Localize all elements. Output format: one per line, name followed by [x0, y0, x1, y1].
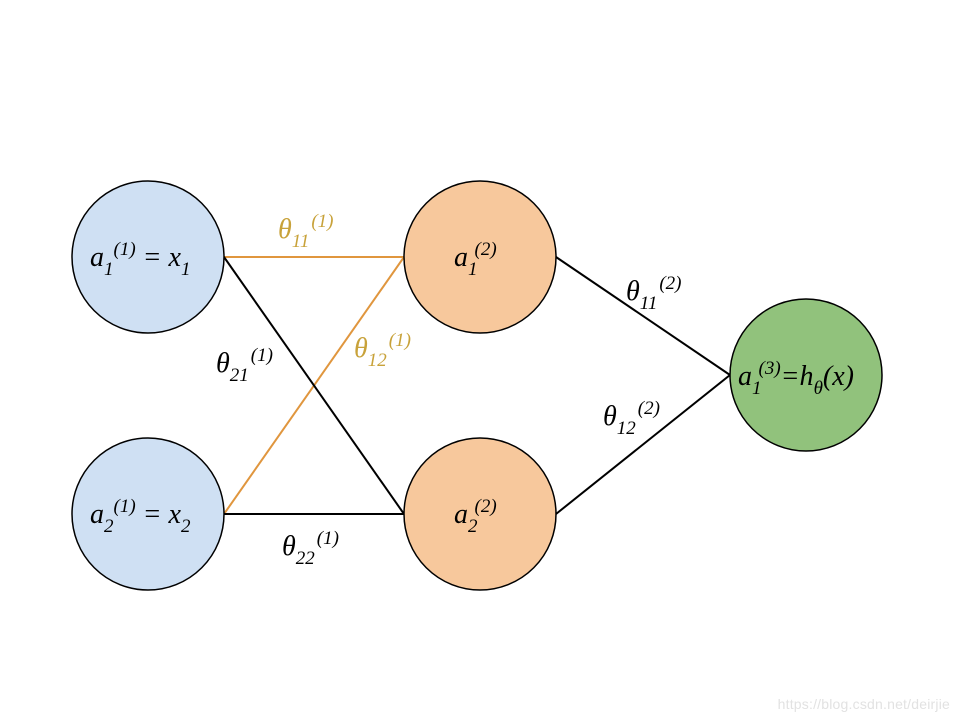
- watermark-text: https://blog.csdn.net/deirjie: [777, 696, 950, 712]
- weight-labels: θ11(1) θ21(1) θ12(1) θ22(1) θ11(2) θ12(2…: [216, 211, 682, 569]
- edge-input1-hidden2: [223, 256, 405, 515]
- edge-hidden1-output: [555, 256, 731, 376]
- hidden-node-2-label: a2(2): [454, 496, 497, 537]
- hidden-node-2: [403, 437, 557, 591]
- weight-label-12-1: θ12(1): [354, 330, 411, 371]
- output-node-1-label: a1(3)=hθ(x): [738, 358, 854, 399]
- hidden-node-1: [403, 180, 557, 334]
- input-node-1: [71, 180, 225, 334]
- node-labels: a1(1) = x1 a2(1) = x2 a1(2) a2(2) a1(3)=…: [90, 239, 854, 537]
- edges: [223, 256, 731, 515]
- edge-hidden2-output: [555, 374, 731, 515]
- input-node-1-label: a1(1) = x1: [90, 239, 190, 280]
- weight-label-12-2: θ12(2): [603, 398, 660, 439]
- weight-label-22-1: θ22(1): [282, 528, 339, 569]
- input-node-2: [71, 437, 225, 591]
- weight-label-11-2: θ11(2): [626, 273, 682, 314]
- output-node-1: [729, 298, 883, 452]
- input-node-2-label: a2(1) = x2: [90, 496, 191, 537]
- weight-label-21-1: θ21(1): [216, 345, 273, 386]
- weight-label-11-1: θ11(1): [278, 211, 334, 252]
- hidden-node-1-label: a1(2): [454, 239, 497, 280]
- nodes: [71, 180, 883, 591]
